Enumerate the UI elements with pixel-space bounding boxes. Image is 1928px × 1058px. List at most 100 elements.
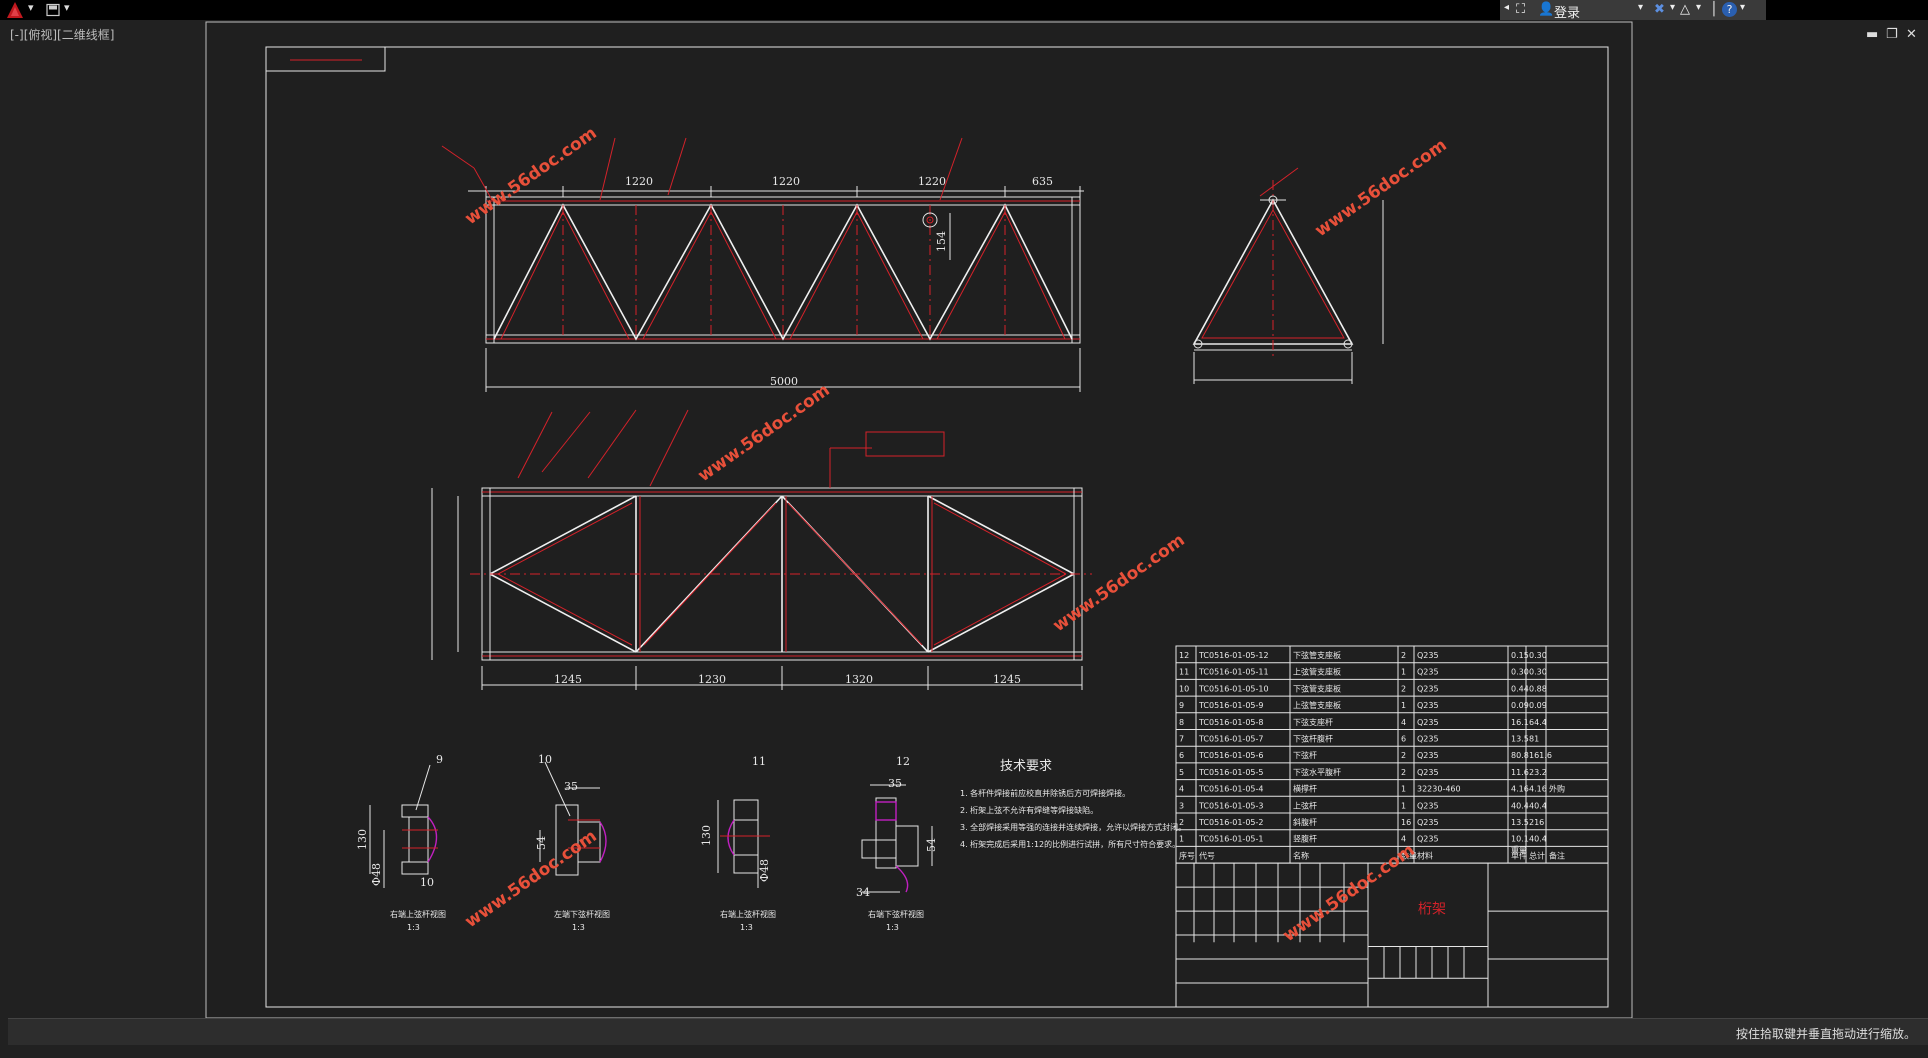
viewport-controls[interactable]: [-][俯视][二维线框] bbox=[10, 28, 115, 42]
a360-icon[interactable]: △ bbox=[1680, 2, 1690, 17]
bom-cell: 0.88 bbox=[1529, 684, 1547, 693]
signin-button[interactable]: 登录 bbox=[1554, 6, 1581, 21]
bom-cell: 11 bbox=[1179, 668, 1189, 677]
exchange-icon[interactable]: ✖ bbox=[1654, 2, 1665, 17]
bom-header-weight: 重量 bbox=[1511, 844, 1527, 854]
bom-cell: TC0516-01-05-3 bbox=[1198, 801, 1263, 810]
plan-dim-3: 1320 bbox=[845, 673, 873, 686]
bom-cell: TC0516-01-05-7 bbox=[1198, 735, 1263, 744]
bom-cell: 7 bbox=[1179, 735, 1184, 744]
detail-caption-4: 右端下弦杆视图 bbox=[868, 909, 924, 919]
detail-view-1 bbox=[369, 764, 438, 888]
bom-cell: 1 bbox=[1401, 801, 1406, 810]
bom-cell: 40.4 bbox=[1511, 801, 1529, 810]
tech-note-4: 4. 桁架完成后采用1:12的比例进行试拼，所有尺寸符合要求。 bbox=[960, 839, 1180, 849]
bom-cell: 16 bbox=[1401, 818, 1411, 827]
bom-cell: Q235 bbox=[1417, 684, 1439, 693]
bom-header: 序号代号名称数量材料单件总计备注重量 bbox=[1179, 844, 1565, 860]
bom-cell: TC0516-01-05-6 bbox=[1198, 751, 1263, 760]
detail-scale-1: 1:3 bbox=[407, 923, 420, 932]
bom-cell: 2 bbox=[1179, 818, 1184, 827]
bom-cell: 161.6 bbox=[1529, 751, 1552, 760]
title-block: 桁架 bbox=[1175, 862, 1609, 1008]
detail-dim-130b: 130 bbox=[700, 825, 713, 846]
detail-label-12: 12 bbox=[896, 755, 910, 768]
bom-cell: Q235 bbox=[1417, 801, 1439, 810]
detail-scale-3: 1:3 bbox=[740, 923, 753, 932]
bom-cell: TC0516-01-05-4 bbox=[1198, 785, 1263, 794]
bom-cell: 13.5 bbox=[1511, 818, 1529, 827]
bom-cell: TC0516-01-05-12 bbox=[1198, 651, 1269, 660]
title-block-material: 桁架 bbox=[1418, 901, 1446, 917]
drawing-canvas[interactable]: .w{stroke:#e6e6e6;fill:none;stroke-width… bbox=[0, 0, 1928, 1018]
bom-cell: 下弦管支座板 bbox=[1293, 683, 1341, 693]
bom-cell: 1 bbox=[1401, 668, 1406, 677]
scroll-left-icon[interactable]: ◂ bbox=[1504, 2, 1510, 13]
app-menu-dropdown-icon[interactable]: ▾ bbox=[28, 1, 34, 14]
bom-cell: 横撑杆 bbox=[1293, 784, 1317, 794]
detail-dim-35b: 35 bbox=[888, 777, 902, 790]
tech-note-3: 3. 全部焊接采用等强的连接并连续焊接，允许以焊接方式封闭。 bbox=[960, 822, 1186, 832]
truss-plan-view bbox=[431, 409, 1092, 690]
bom-header-cell: 材料 bbox=[1417, 850, 1433, 860]
detail-scale-4: 1:3 bbox=[886, 923, 899, 932]
bom-cell: Q235 bbox=[1417, 735, 1439, 744]
quick-access-dropdown-icon[interactable]: ▾ bbox=[64, 1, 70, 14]
bom-cell: 1 bbox=[1401, 701, 1406, 710]
bom-cell: 上弦杆 bbox=[1293, 800, 1317, 810]
bom-cell: 上弦管支座板 bbox=[1293, 700, 1341, 710]
a360-dropdown-icon[interactable]: ▾ bbox=[1696, 2, 1702, 13]
plan-dim-2: 1230 bbox=[698, 673, 726, 686]
bom-cell: 81 bbox=[1529, 735, 1539, 744]
dim-2: 1220 bbox=[772, 175, 800, 188]
bom-cell: 8 bbox=[1179, 718, 1184, 727]
minimize-icon[interactable]: ▬ bbox=[1866, 27, 1879, 42]
title-tab bbox=[265, 46, 386, 72]
command-status-bar: 按住拾取键并垂直拖动进行缩放。 bbox=[8, 1018, 1928, 1045]
detail-dim-phi48b: Φ48 bbox=[758, 859, 771, 882]
help-icon[interactable]: ? bbox=[1722, 2, 1737, 17]
detail-view-2 bbox=[539, 761, 607, 876]
bom-header-cell: 名称 bbox=[1293, 850, 1309, 860]
signin-dropdown-icon[interactable]: ▾ bbox=[1638, 2, 1644, 13]
save-icon[interactable] bbox=[46, 1, 60, 18]
bom-cell: 下弦支座杆 bbox=[1293, 717, 1333, 727]
bom-cell: 4.16 bbox=[1511, 785, 1529, 794]
bom-header-cell: 总计 bbox=[1529, 850, 1545, 860]
bom-cell: TC0516-01-05-1 bbox=[1198, 835, 1263, 844]
help-dropdown-icon[interactable]: ▾ bbox=[1740, 2, 1746, 13]
close-icon[interactable]: ✕ bbox=[1906, 27, 1917, 42]
bom-cell: 0.30 bbox=[1511, 668, 1529, 677]
bom-cell: 下弦水平腹杆 bbox=[1293, 767, 1341, 777]
detail-dim-phi48: Φ48 bbox=[370, 863, 383, 886]
exchange-dropdown-icon[interactable]: ▾ bbox=[1670, 2, 1676, 13]
dim-1: 1220 bbox=[625, 175, 653, 188]
user-icon[interactable]: 👤 bbox=[1538, 2, 1555, 17]
truss-side-view bbox=[1192, 167, 1384, 384]
bom-cell: 外购 bbox=[1549, 784, 1565, 794]
detail-caption-3: 右端上弦杆视图 bbox=[720, 909, 776, 919]
bom-cell: 9 bbox=[1179, 701, 1184, 710]
restore-icon[interactable]: ❐ bbox=[1886, 27, 1898, 42]
binoculars-icon[interactable]: ⛶ bbox=[1516, 2, 1526, 17]
bom-header-cell: 数量 bbox=[1401, 850, 1417, 860]
detail-label-9: 9 bbox=[436, 753, 443, 766]
bom-cell: 4 bbox=[1401, 835, 1406, 844]
bom-cell: 上弦管支座板 bbox=[1293, 667, 1341, 677]
autocad-logo-icon[interactable] bbox=[6, 1, 24, 19]
tech-note-2: 2. 桁架上弦不允许有焊缝等焊接缺陷。 bbox=[960, 805, 1098, 815]
bom-header-cell: 备注 bbox=[1549, 850, 1565, 860]
title-bar: ▾ ▾ ◂ ⛶ 👤 登录 ▾ ✖ ▾ △ ▾ │ ? ▾ bbox=[0, 0, 1928, 21]
bom-cell: 10 bbox=[1179, 684, 1189, 693]
dim-4: 635 bbox=[1032, 175, 1053, 188]
bom-cell: TC0516-01-05-5 bbox=[1198, 768, 1263, 777]
bom-cell: 40.4 bbox=[1529, 835, 1547, 844]
bom-cell: 1 bbox=[1179, 835, 1184, 844]
bom-cell: 16.1 bbox=[1511, 718, 1529, 727]
bom-cell: 2 bbox=[1401, 768, 1406, 777]
bom-cell: TC0516-01-05-10 bbox=[1198, 684, 1269, 693]
